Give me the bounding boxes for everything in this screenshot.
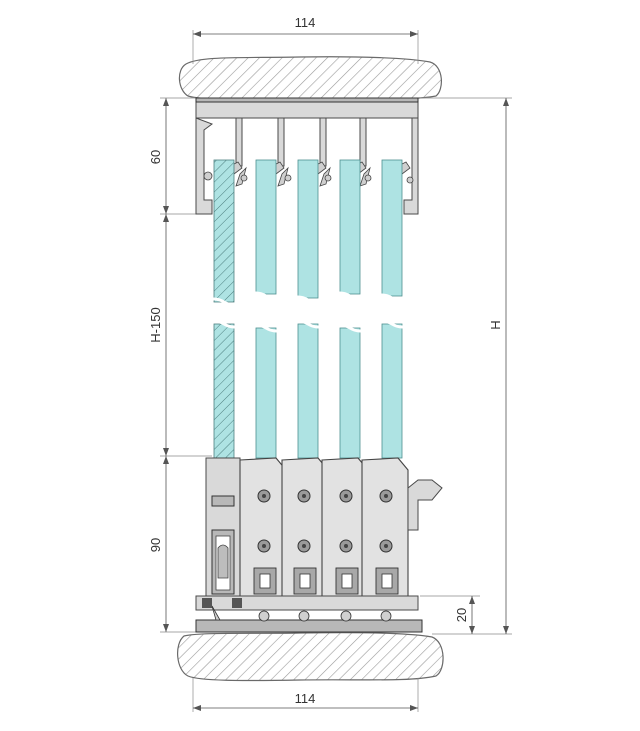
fixed-panel-upper (213, 159, 235, 303)
sliding-panel-4-lower (381, 323, 403, 459)
sliding-panel-4-upper (381, 159, 403, 297)
top-width-dimension: 114 (192, 15, 419, 64)
sliding-panel-2-lower (297, 323, 319, 459)
glass-panels (203, 159, 413, 493)
carriage-4 (361, 457, 409, 601)
top-profile-height-label: 60 (148, 150, 163, 164)
lower-bolts (257, 539, 393, 553)
total-height-label: H (488, 320, 503, 329)
top-width-label: 114 (295, 15, 316, 30)
bottom-width-dimension: 114 (192, 678, 419, 712)
sliding-panel-1-upper (255, 159, 277, 295)
track-height-dimension: 20 (420, 595, 480, 634)
ceiling-slab (178, 56, 442, 101)
side-latch (407, 479, 443, 531)
bottom-track-profile (195, 457, 443, 633)
sliding-panel-2-upper (297, 159, 319, 299)
bottom-profile-height-label: 90 (148, 538, 163, 552)
floor-slab (177, 632, 444, 682)
sliding-panel-1-lower (255, 327, 277, 459)
track-height-label: 20 (454, 608, 469, 622)
sliding-panel-3-upper (339, 159, 361, 295)
total-height-dimension: H (420, 97, 512, 635)
left-height-dimensions: 60 H-150 90 (148, 97, 212, 633)
glass-height-label: H-150 (148, 307, 163, 342)
bottom-width-label: 114 (295, 691, 316, 706)
sliding-panel-3-lower (339, 327, 361, 459)
upper-bolts (257, 489, 393, 503)
